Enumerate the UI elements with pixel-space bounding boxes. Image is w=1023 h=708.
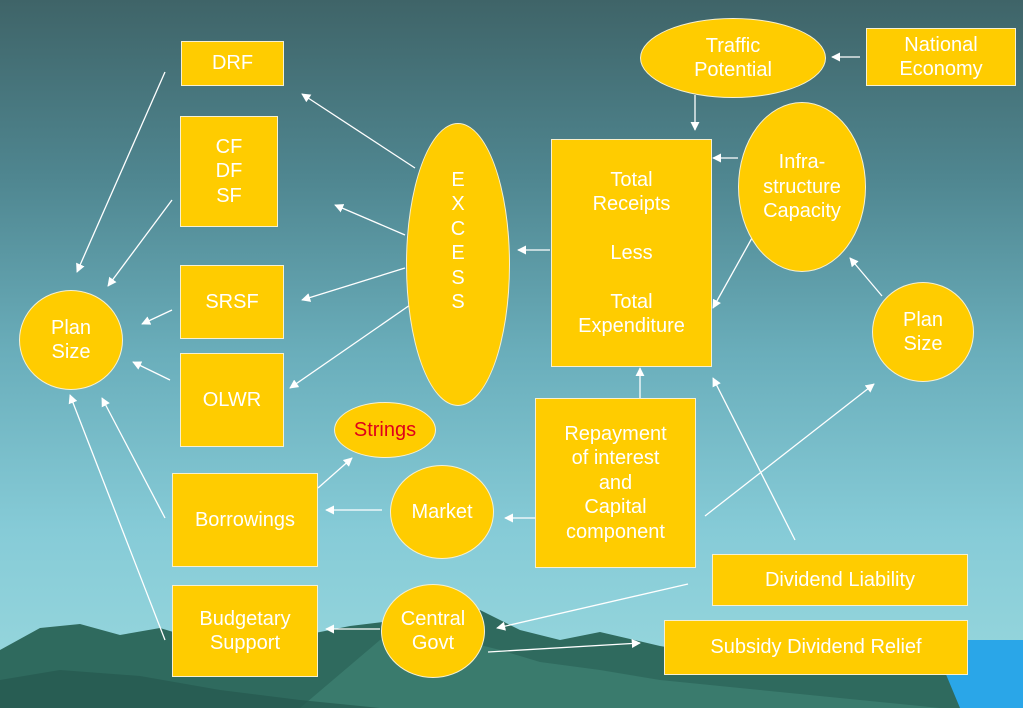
arrow-drf-to-plan: [76, 71, 166, 273]
excess-ellipse: E X C E S S: [406, 123, 510, 406]
repayment-box: Repayment of interest and Capital compon…: [535, 398, 696, 568]
olwr-box: OLWR: [180, 353, 284, 447]
arrow-central-to-subsidy: [487, 638, 641, 653]
central-govt-ellipse: Central Govt: [381, 584, 485, 678]
arrow-budgetary-to-plan: [68, 394, 166, 641]
arrow-cf-to-plan: [107, 199, 173, 287]
budgetary-support-box: Budgetary Support: [172, 585, 318, 677]
traffic-potential-ellipse: Traffic Potential: [640, 18, 826, 98]
arrow-repayment-to-planright: [704, 383, 875, 517]
infra-capacity-label: Infra- structure Capacity: [763, 151, 841, 223]
arrow-borrowings-to-plan: [101, 397, 166, 519]
central-govt-label: Central Govt: [400, 607, 466, 654]
srsf-box: SRSF: [180, 265, 284, 339]
arrow-excess-to-cf: [334, 204, 406, 236]
arrow-planright-to-infra: [849, 257, 883, 297]
traffic-potential-label: Traffic Potential: [694, 34, 772, 81]
strings-ellipse: Strings: [334, 402, 436, 458]
dividend-liability-label: Dividend Liability: [764, 568, 916, 591]
strings-label: Strings: [353, 418, 417, 441]
national-economy-box: National Economy: [866, 28, 1016, 86]
plan-size-left-label: Plan Size: [50, 316, 92, 363]
mountain-shadow: [0, 670, 380, 708]
cf-df-sf-box: CF DF SF: [180, 116, 278, 227]
borrowings-box: Borrowings: [172, 473, 318, 567]
budgetary-support-label: Budgetary Support: [199, 607, 291, 654]
srsf-label: SRSF: [205, 290, 259, 313]
plan-size-right-ellipse: Plan Size: [872, 282, 974, 382]
total-receipts-box: Total Receipts Less Total Expenditure: [551, 139, 712, 367]
market-ellipse: Market: [390, 465, 494, 559]
arrow-borrowings-to-strings: [317, 457, 353, 489]
arrow-excess-to-drf: [301, 93, 416, 169]
market-label: Market: [411, 500, 473, 523]
arrow-dividend-to-central: [496, 583, 689, 631]
subsidy-dividend-relief-label: Subsidy Dividend Relief: [710, 636, 922, 659]
arrow-srsf-to-plan: [141, 309, 173, 325]
plan-size-left-ellipse: Plan Size: [19, 290, 123, 390]
plan-size-right-label: Plan Size: [902, 308, 944, 355]
arrow-infra-to-expenditure: [712, 237, 753, 309]
national-economy-label: National Economy: [899, 33, 983, 80]
borrowings-label: Borrowings: [194, 508, 296, 531]
cf-df-sf-label: CF DF SF: [215, 135, 243, 207]
olwr-label: OLWR: [202, 388, 262, 411]
infra-capacity-ellipse: Infra- structure Capacity: [738, 102, 866, 272]
subsidy-dividend-relief-box: Subsidy Dividend Relief: [664, 620, 968, 675]
arrow-dividend-to-receipts: [712, 377, 796, 541]
arrow-excess-to-olwr: [289, 304, 411, 389]
repayment-label: Repayment of interest and Capital compon…: [564, 423, 667, 543]
drf-label: DRF: [211, 52, 254, 75]
total-receipts-label: Total Receipts Less Total Expenditure: [578, 168, 685, 337]
excess-label: E X C E S S: [450, 169, 466, 313]
drf-box: DRF: [181, 41, 284, 86]
arrow-olwr-to-plan: [132, 361, 171, 381]
dividend-liability-box: Dividend Liability: [712, 554, 968, 606]
arrow-excess-to-srsf: [301, 267, 406, 302]
